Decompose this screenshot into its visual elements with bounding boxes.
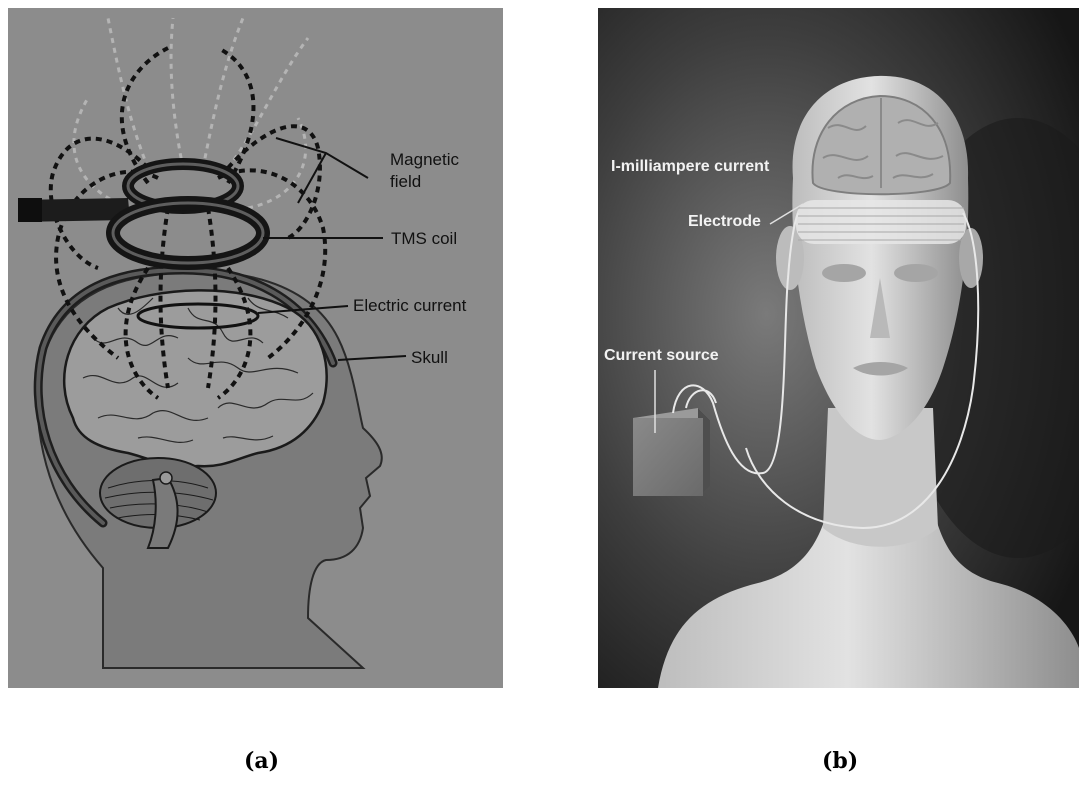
- tdcs-render-panel: I-milliampere current Electrode Current …: [598, 8, 1079, 688]
- current-source-box: [633, 408, 710, 496]
- electrode-band: [796, 200, 966, 244]
- electrode-label: Electrode: [688, 213, 761, 230]
- current-label: I-milliampere current: [611, 158, 770, 175]
- tms-coil-label: TMS coil: [391, 229, 457, 248]
- caption-b: (b): [822, 748, 858, 774]
- skull-label: Skull: [411, 348, 448, 367]
- electric-current-label: Electric current: [353, 296, 467, 315]
- tms-diagram-panel: Magneticfield TMS coil Electric current …: [8, 8, 503, 688]
- tms-illustration: Magneticfield TMS coil Electric current …: [8, 8, 503, 688]
- current-source-label: Current source: [604, 347, 719, 364]
- caption-a: (a): [244, 748, 279, 774]
- tdcs-illustration: I-milliampere current Electrode Current …: [598, 8, 1079, 688]
